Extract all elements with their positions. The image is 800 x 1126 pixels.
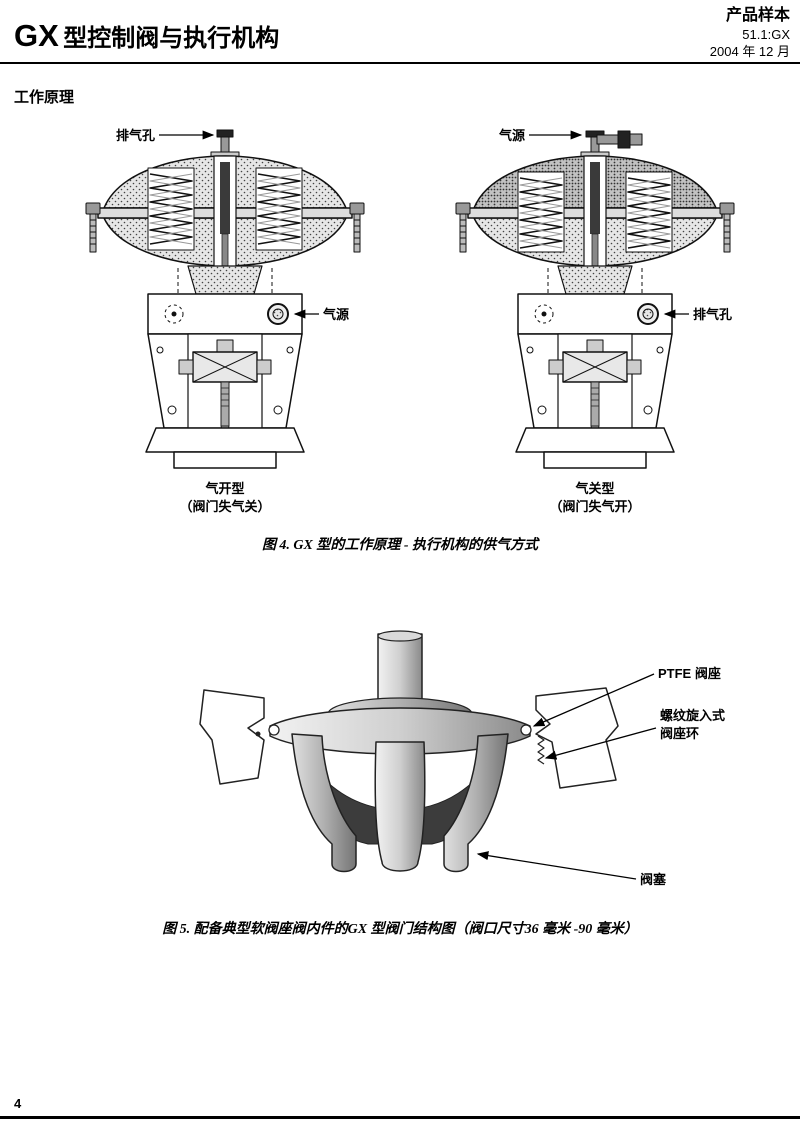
actuator-springs [517, 171, 673, 253]
ptfe-seat-left [268, 724, 280, 736]
valve-plug-label: 阀塞 [640, 872, 667, 887]
figure5-valve-trim-diagram: PTFE 阀座 螺纹旋入式 阀座环 阀塞 [199, 630, 725, 887]
fail-closed-label: （阀门失气关） [179, 499, 271, 515]
seat-ring-arrow [544, 727, 657, 760]
exhaust-port-label: 排气孔 [693, 307, 732, 322]
air-supply-label: 气源 [323, 307, 349, 322]
air-to-open-label: 气开型 [205, 481, 245, 496]
plug-leg-left [291, 733, 357, 873]
footer-rule [0, 1116, 800, 1119]
doc-info: 产品样本 51.1:GX 2004 年 12 月 [710, 6, 790, 61]
figure4-left-actuator-diagram: 排气孔 气源 [85, 128, 365, 469]
doc-number: 51.1:GX [742, 26, 790, 42]
fail-open-label: （阀门失气开） [549, 499, 641, 515]
page-number: 4 [14, 1096, 22, 1111]
supply-elbow-fitting [580, 130, 643, 158]
actuator-stem [583, 155, 607, 295]
seat-ring-label-line2: 阀座环 [660, 726, 699, 741]
doc-type: 产品样本 [725, 7, 790, 24]
page-title-model: GX [14, 18, 59, 53]
exhaust-port-label: 排气孔 [116, 128, 155, 143]
actuator-drawing [455, 130, 735, 469]
figure5-caption: 图 5. 配备典型软阀座阀内件的GX 型阀门结构图（阀口尺寸36 毫米 -90 … [162, 922, 638, 937]
ptfe-seat-label: PTFE 阀座 [658, 666, 721, 681]
section-heading: 工作原理 [14, 89, 75, 106]
mounting-base [145, 427, 305, 469]
ptfe-seat-arrow [532, 673, 655, 727]
plug-leg-center [374, 741, 426, 872]
figure4-caption: 图 4. GX 型的工作原理 - 执行机构的供气方式 [261, 538, 539, 553]
seat-ring-threads [537, 735, 545, 765]
right-diagram-caption: 气关型 （阀门失气开） [505, 480, 685, 516]
valve-body-cutaway-left [199, 689, 265, 785]
actuator-springs [147, 167, 303, 251]
actuator-drawing [85, 129, 365, 469]
mounting-base [515, 427, 675, 469]
air-to-close-label: 气关型 [575, 481, 615, 496]
left-diagram-caption: 气开型 （阀门失气关） [135, 480, 315, 516]
page-title-rest: 型控制阀与执行机构 [63, 25, 280, 52]
air-supply-label: 气源 [499, 128, 525, 143]
page-title: GX 型控制阀与执行机构 [14, 18, 279, 54]
seat-ring-label-line1: 螺纹旋入式 [660, 708, 725, 723]
casing-bolts [85, 202, 365, 253]
valve-body-cutaway-right [535, 687, 619, 789]
casing-bolts [455, 202, 735, 253]
header-rule [0, 62, 800, 64]
plug-head [269, 707, 531, 755]
valve-plug-arrow [476, 851, 637, 880]
valve-plug [268, 630, 532, 873]
vent-fitting [210, 129, 240, 158]
doc-date: 2004 年 12 月 [709, 43, 790, 59]
figure4-right-actuator-diagram: 气源 排气孔 [455, 128, 735, 469]
plug-stem [377, 633, 423, 701]
ptfe-seat-right [520, 724, 532, 736]
plug-leg-right [443, 733, 509, 873]
stem-connector [548, 339, 642, 441]
